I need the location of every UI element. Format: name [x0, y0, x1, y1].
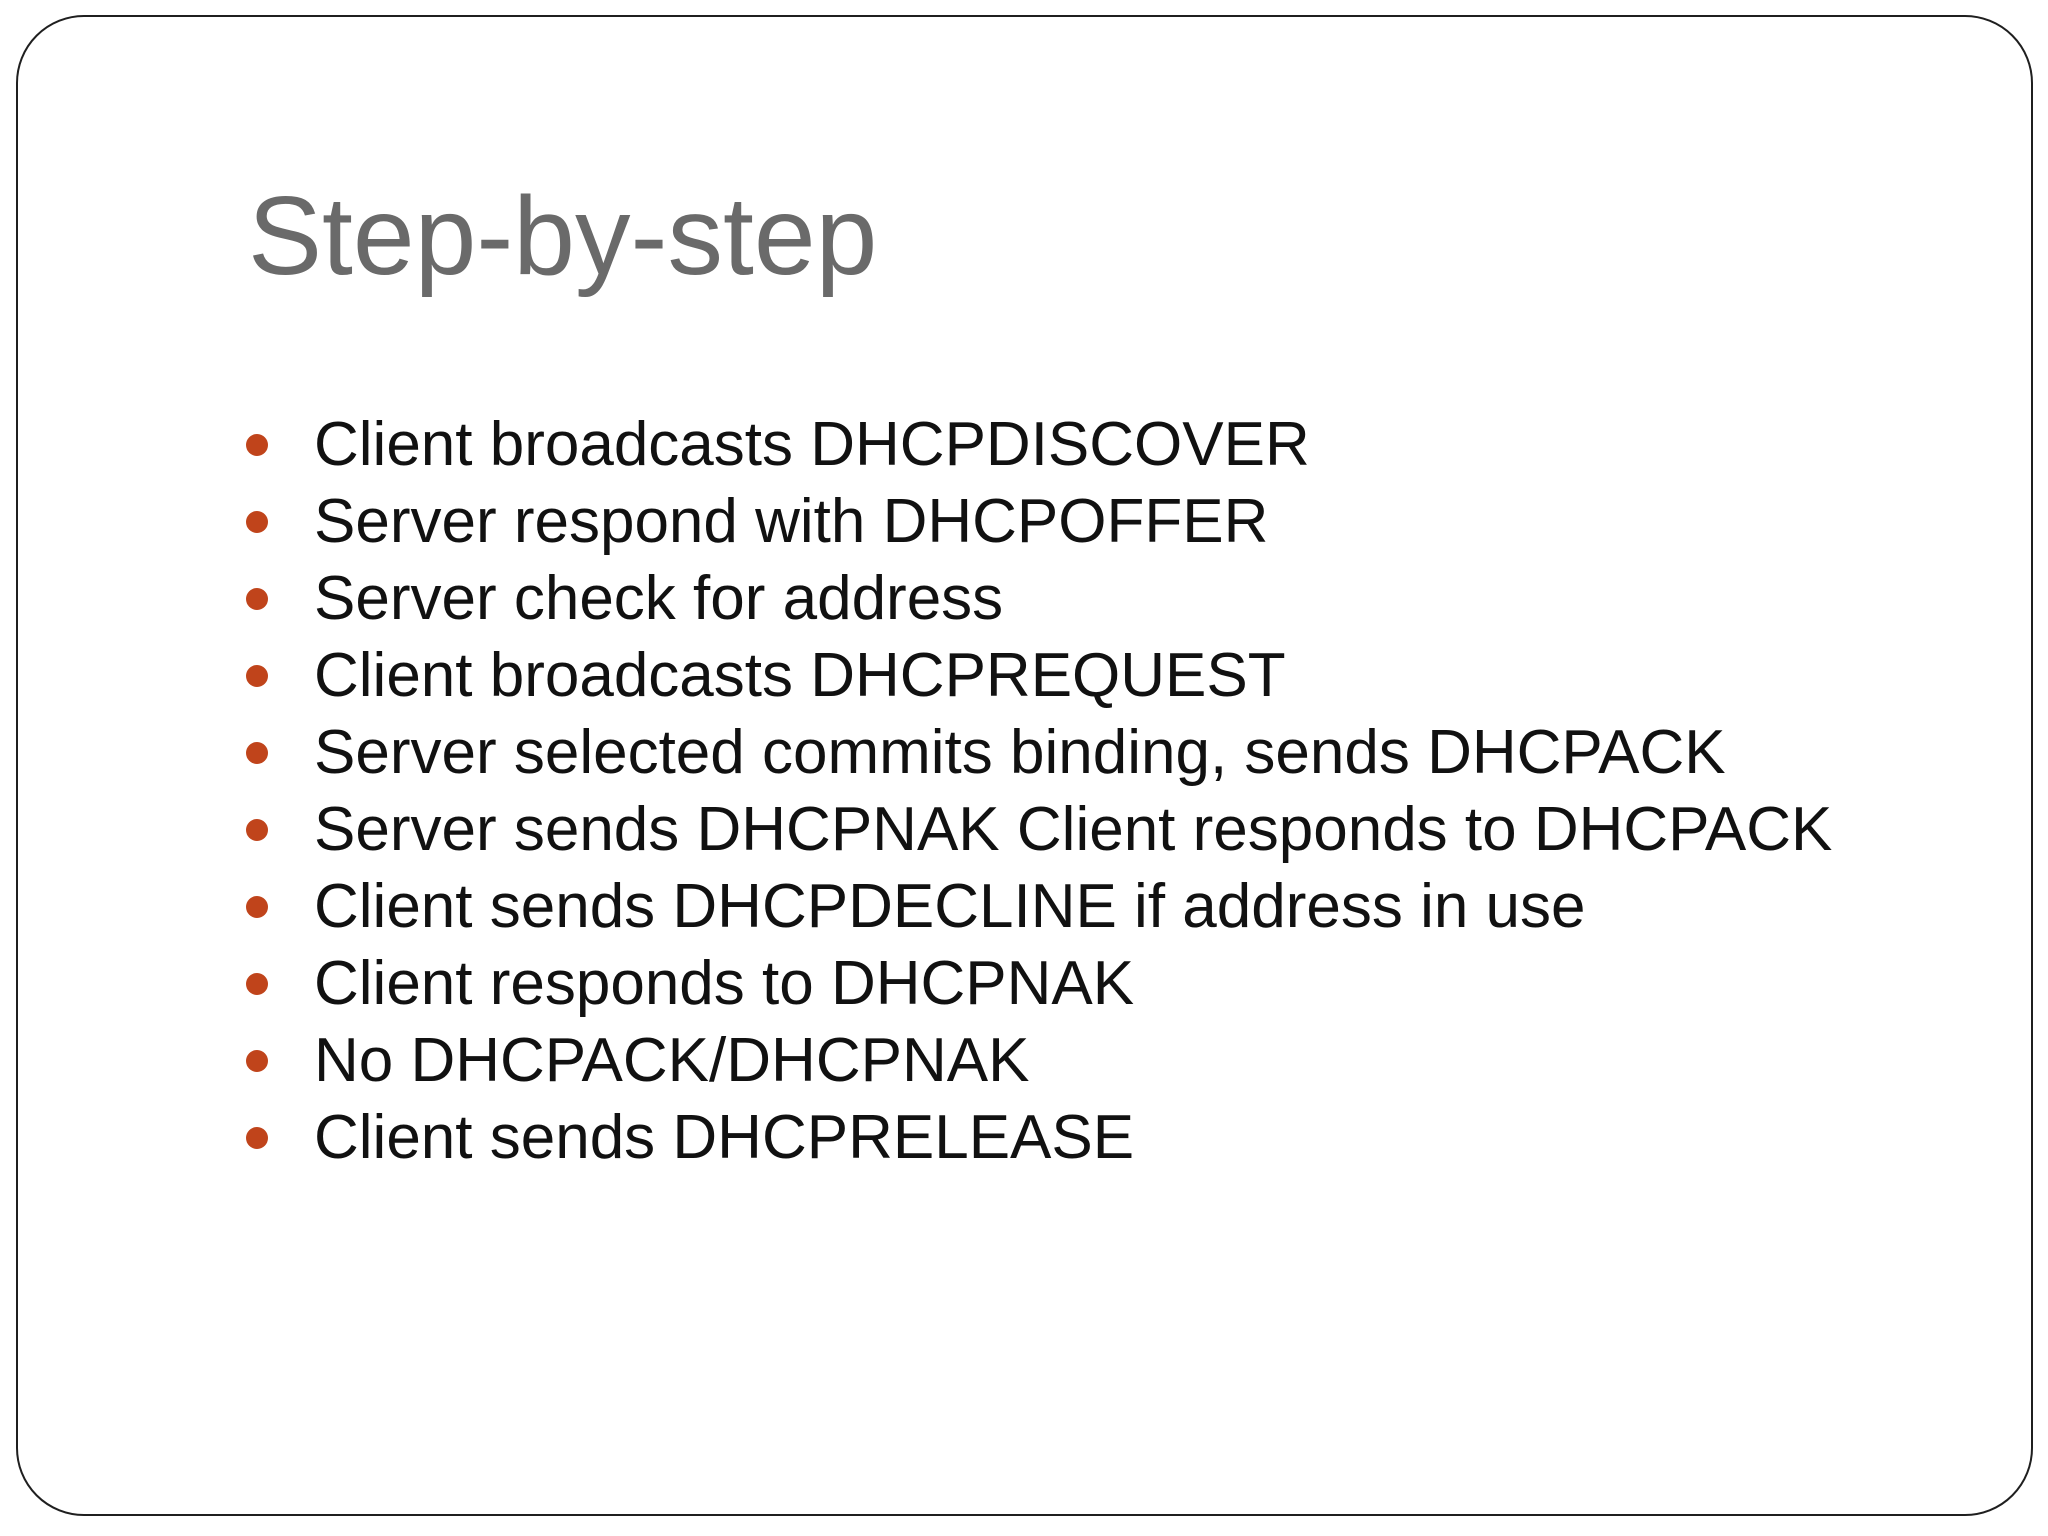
bullet-text: Server selected commits binding, sends D… [314, 718, 1726, 787]
bullet-text: No DHCPACK/DHCPNAK [314, 1026, 1030, 1095]
bullet-item: Client sends DHCPDECLINE if address in u… [246, 868, 1886, 945]
bullet-item: Server selected commits binding, sends D… [246, 714, 1886, 791]
bullet-dot-icon [246, 1050, 268, 1072]
bullet-dot-icon [246, 1127, 268, 1149]
bullet-dot-icon [246, 434, 268, 456]
slide-title: Step-by-step [248, 174, 878, 298]
bullet-item: Server check for address [246, 560, 1886, 637]
slide-frame: Step-by-step Client broadcasts DHCPDISCO… [16, 15, 2033, 1516]
bullet-dot-icon [246, 742, 268, 764]
bullet-dot-icon [246, 665, 268, 687]
bullet-dot-icon [246, 588, 268, 610]
bullet-text: Server check for address [314, 564, 1004, 633]
bullet-text: Client sends DHCPRELEASE [314, 1103, 1135, 1172]
bullet-list: Client broadcasts DHCPDISCOVER Server re… [246, 406, 1886, 1176]
bullet-dot-icon [246, 819, 268, 841]
bullet-dot-icon [246, 973, 268, 995]
bullet-text: Server respond with DHCPOFFER [314, 487, 1269, 556]
bullet-text: Client broadcasts DHCPREQUEST [314, 641, 1286, 710]
bullet-dot-icon [246, 511, 268, 533]
bullet-text: Client responds to DHCPNAK [314, 949, 1135, 1018]
bullet-item: Client broadcasts DHCPREQUEST [246, 637, 1886, 714]
bullet-dot-icon [246, 896, 268, 918]
bullet-item: No DHCPACK/DHCPNAK [246, 1022, 1886, 1099]
bullet-text: Client broadcasts DHCPDISCOVER [314, 410, 1310, 479]
bullet-text: Server sends DHCPNAK Client responds to … [314, 795, 1833, 864]
bullet-item: Client responds to DHCPNAK [246, 945, 1886, 1022]
bullet-item: Client sends DHCPRELEASE [246, 1099, 1886, 1176]
bullet-item: Server sends DHCPNAK Client responds to … [246, 791, 1886, 868]
bullet-item: Server respond with DHCPOFFER [246, 483, 1886, 560]
bullet-item: Client broadcasts DHCPDISCOVER [246, 406, 1886, 483]
bullet-text: Client sends DHCPDECLINE if address in u… [314, 872, 1586, 941]
